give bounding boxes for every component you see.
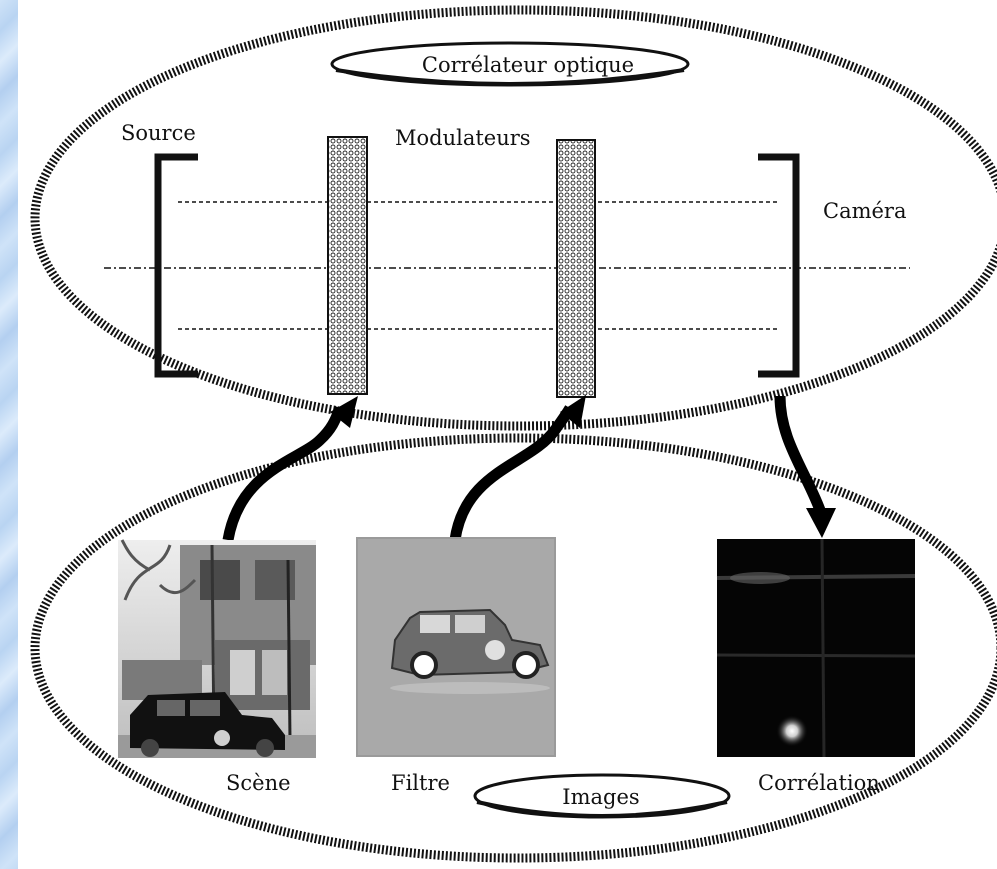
correlation-image (716, 538, 916, 758)
source-bracket (154, 153, 198, 378)
filter-arrow (449, 405, 575, 541)
camera-label: Caméra (823, 199, 907, 223)
filter-label: Filtre (391, 771, 450, 795)
scene-arrow-head (330, 396, 358, 428)
filter-arrow-head (560, 395, 586, 428)
scene-label: Scène (226, 771, 291, 795)
modulator-1 (327, 136, 368, 395)
correlator-boundary (30, 5, 997, 431)
correlation-arrow (774, 395, 826, 512)
scene-arrow (222, 405, 346, 542)
scene-image (118, 539, 316, 758)
source-label: Source (121, 121, 196, 145)
modulators-label: Modulateurs (395, 126, 531, 150)
correlator-title: Corrélateur optique (422, 53, 634, 77)
modulator-2 (556, 139, 596, 398)
correlator-title-shadow (335, 68, 685, 86)
images-title-shadow (476, 800, 728, 818)
images-title: Images (562, 785, 639, 809)
camera-bracket (758, 153, 800, 378)
images-boundary (30, 433, 997, 863)
correlation-label: Corrélation (758, 771, 880, 795)
filter-image (356, 537, 556, 757)
correlation-arrow-head (806, 508, 836, 538)
